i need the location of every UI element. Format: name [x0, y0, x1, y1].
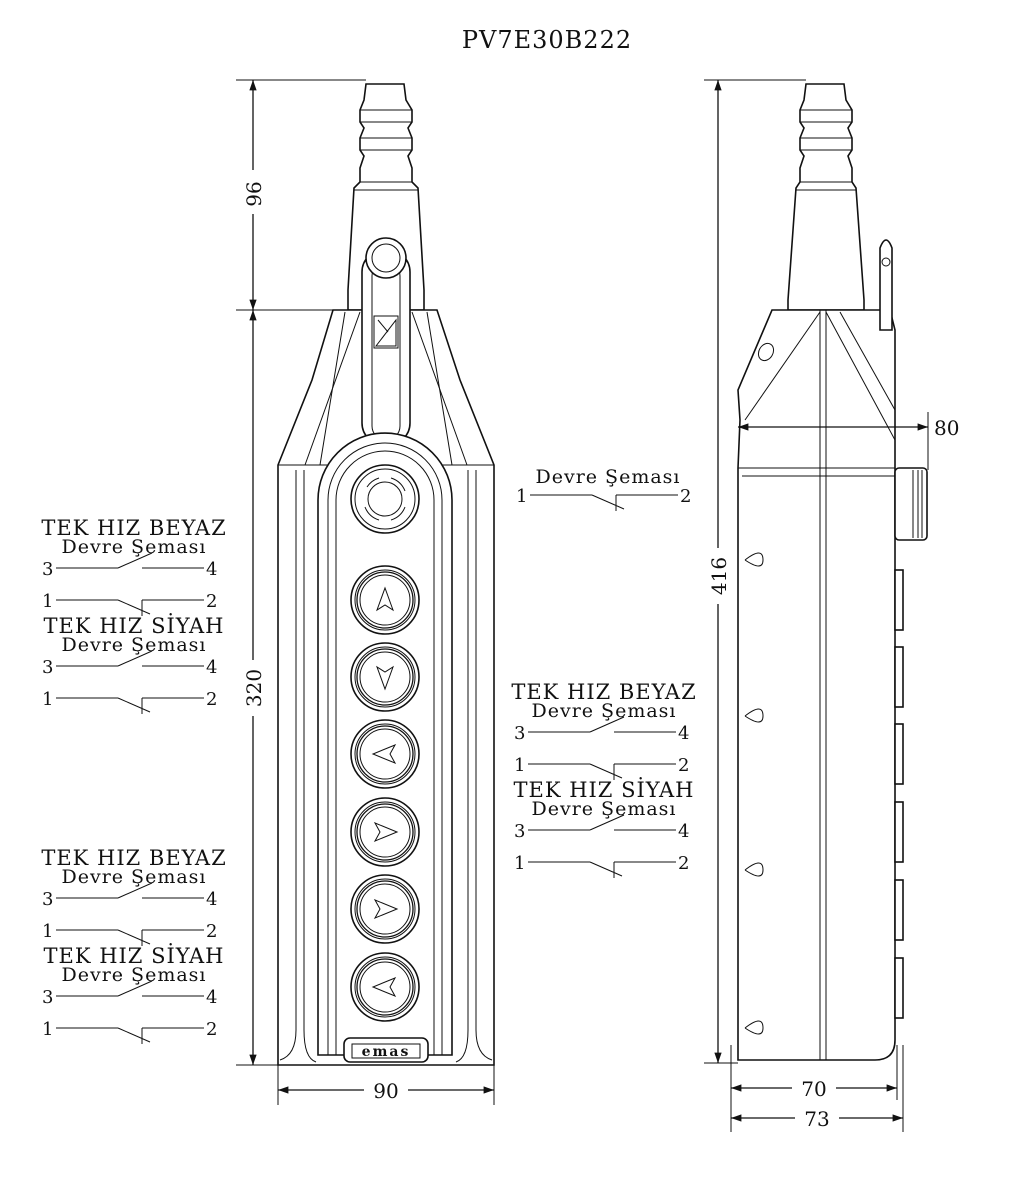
side-button-profile: [894, 879, 904, 941]
circuit-title: TEK HIZ SİYAH: [514, 778, 695, 802]
terminal-label: 1: [42, 921, 53, 942]
circuit-subtitle: Devre Şeması: [535, 466, 680, 488]
side-button-profile: [894, 957, 904, 1019]
terminal-label: 1: [42, 689, 53, 710]
button-column: [350, 464, 420, 1022]
terminal-label: 3: [42, 889, 53, 910]
terminal-label: 4: [206, 657, 217, 678]
arrow-left-icon: [371, 976, 397, 998]
circuit-title: TEK HIZ BEYAZ: [41, 516, 226, 540]
circuit-subtitle: Devre Şeması: [61, 536, 206, 558]
terminal-label: 3: [42, 657, 53, 678]
arrow-down-icon: [376, 665, 394, 691]
terminal-label: 2: [678, 755, 689, 776]
front-dimensions: 96 320 90: [236, 79, 495, 1105]
side-buttons: [894, 569, 904, 1019]
circuit-subtitle: Devre Şeması: [61, 866, 206, 888]
dim-side-with-knob: 80: [934, 416, 959, 440]
side-view: [737, 83, 928, 1061]
terminal-label: 4: [206, 987, 217, 1008]
dim-body-height: 320: [242, 669, 266, 707]
pushbutton-arrow-right[interactable]: [350, 797, 420, 867]
terminal-label: 2: [206, 591, 217, 612]
terminal-label: 1: [514, 853, 525, 874]
circuit-subtitle: Devre Şeması: [531, 700, 676, 722]
arrow-right-icon: [373, 821, 399, 843]
circuit-subtitle: Devre Şeması: [61, 964, 206, 986]
terminal-label: 2: [206, 1019, 217, 1040]
terminal-label: 4: [678, 821, 689, 842]
rotate-release-icon: [364, 477, 406, 521]
terminal-label: 3: [42, 559, 53, 580]
circuit-title: TEK HIZ SİYAH: [44, 614, 225, 638]
terminal-label: 4: [678, 723, 689, 744]
pushbutton-arrow-left[interactable]: [350, 952, 420, 1022]
dim-side-depth-total: 73: [804, 1107, 829, 1131]
terminal-label: 4: [206, 559, 217, 580]
front-view: emas: [277, 83, 495, 1066]
arrow-right-icon: [373, 898, 399, 920]
terminal-label: 1: [42, 1019, 53, 1040]
terminal-label: 3: [42, 987, 53, 1008]
side-dimensions: 416 80 70 73: [704, 79, 959, 1132]
side-button-profile: [894, 646, 904, 708]
pushbutton-arrow-up[interactable]: [350, 565, 420, 635]
side-hook: [879, 239, 893, 331]
terminal-label: 2: [680, 486, 691, 507]
terminal-label: 2: [206, 689, 217, 710]
circuit-title: TEK HIZ BEYAZ: [511, 680, 696, 704]
brand-logo: emas: [343, 1037, 429, 1063]
pushbutton-arrow-left[interactable]: [350, 719, 420, 789]
dim-side-depth: 70: [801, 1077, 826, 1101]
terminal-label: 1: [516, 486, 527, 507]
circuit-title: TEK HIZ SİYAH: [44, 944, 225, 968]
side-button-profile: [894, 723, 904, 785]
emergency-stop-button[interactable]: [350, 464, 420, 534]
arrow-left-icon: [371, 743, 397, 765]
svg-text:emas: emas: [362, 1044, 411, 1060]
terminal-label: 3: [514, 821, 525, 842]
hanging-hook: [361, 237, 411, 446]
terminal-label: 3: [514, 723, 525, 744]
terminal-label: 2: [678, 853, 689, 874]
circuit-title: TEK HIZ BEYAZ: [41, 846, 226, 870]
pushbutton-arrow-right[interactable]: [350, 874, 420, 944]
circuit-subtitle: Devre Şeması: [531, 798, 676, 820]
dim-total-height: 416: [707, 557, 731, 595]
side-button-profile: [894, 801, 904, 863]
dim-front-width: 90: [373, 1079, 398, 1103]
drawing-title: PV7E30B222: [462, 26, 632, 54]
terminal-label: 2: [206, 921, 217, 942]
side-button-profile: [894, 569, 904, 631]
pushbutton-arrow-down[interactable]: [350, 642, 420, 712]
terminal-label: 4: [206, 889, 217, 910]
circuit-subtitle: Devre Şeması: [61, 634, 206, 656]
arrow-up-icon: [376, 586, 394, 612]
terminal-label: 1: [42, 591, 53, 612]
terminal-label: 1: [514, 755, 525, 776]
side-estop-knob: [894, 467, 928, 541]
dim-gland-height: 96: [242, 181, 266, 206]
